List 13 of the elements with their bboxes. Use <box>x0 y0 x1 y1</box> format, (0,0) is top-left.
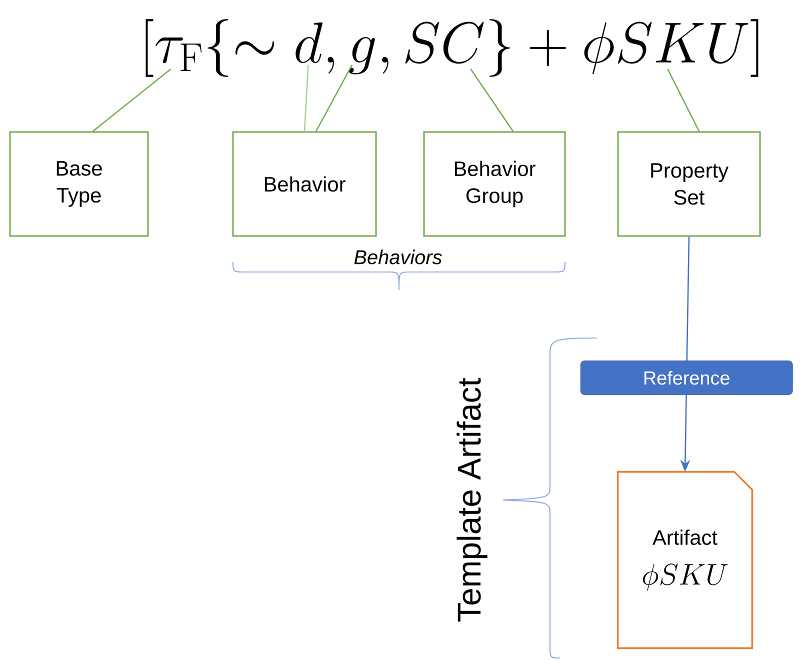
component-box: Behavior <box>232 131 377 237</box>
group-label: Behaviors <box>354 250 442 264</box>
formula: $[\tau_{\mathrm{F}}\{\sim d, g, SC\} + \phi SKU]$ <box>146 19 758 77</box>
leader-line <box>667 68 700 132</box>
component-box: Property Set <box>617 131 761 237</box>
leader-line <box>470 68 514 132</box>
leader-line <box>316 64 353 132</box>
leader-line <box>304 65 309 132</box>
group-label: Template Artifact <box>456 378 488 622</box>
component-box: Base Type <box>9 131 149 237</box>
edge-label: Reference <box>580 360 793 395</box>
component-box: Behavior Group <box>423 131 566 237</box>
leader-line <box>92 68 172 132</box>
